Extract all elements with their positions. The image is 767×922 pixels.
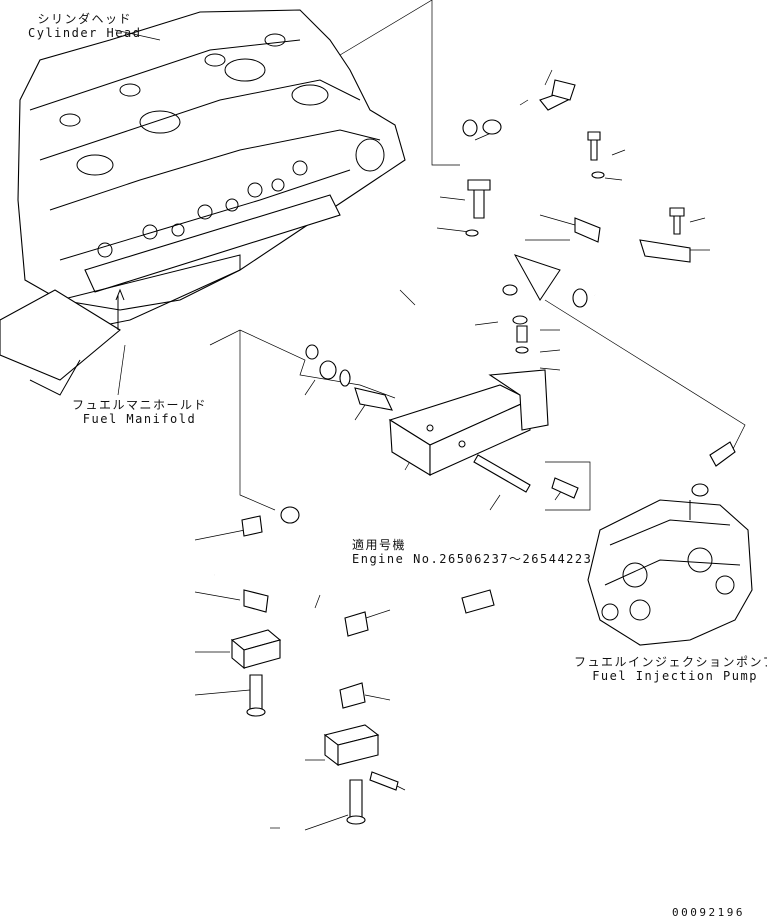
cylinder-head-drawing [0,9,406,396]
leader-lines [114,0,746,831]
fuel-injection-pump-label: フュエルインジェクションポンプ Fuel Injection Pump [574,655,767,683]
fuel-manifold-label: フュエルマニホールド Fuel Manifold [72,398,207,426]
cylinder-head-label-jp: シリンダヘッド [37,12,132,26]
serial-range-label-jp: 適用号機 [352,538,407,552]
fuel-manifold-label-jp: フュエルマニホールド [72,398,208,412]
fuel-manifold-label-en: Fuel Manifold [82,412,197,426]
fuel-injection-pump-drawing [587,441,753,646]
fuel-injection-pump-label-jp: フュエルインジェクションポンプ [574,655,767,669]
cylinder-head-label: シリンダヘッド Cylinder Head [28,12,141,40]
fuel-injection-pump-label-en: Fuel Injection Pump [592,669,758,683]
serial-range-label: 適用号機 Engine No.26506237～26544223 [352,538,592,566]
serial-range-label-en: Engine No.26506237～26544223 [352,552,593,566]
lower-fuel-line [214,506,495,825]
drawing-code: 00092196 [672,906,745,919]
cylinder-head-label-en: Cylinder Head [28,26,142,40]
fuel-line-assembly [305,79,691,411]
manifold-bracket [388,369,579,499]
